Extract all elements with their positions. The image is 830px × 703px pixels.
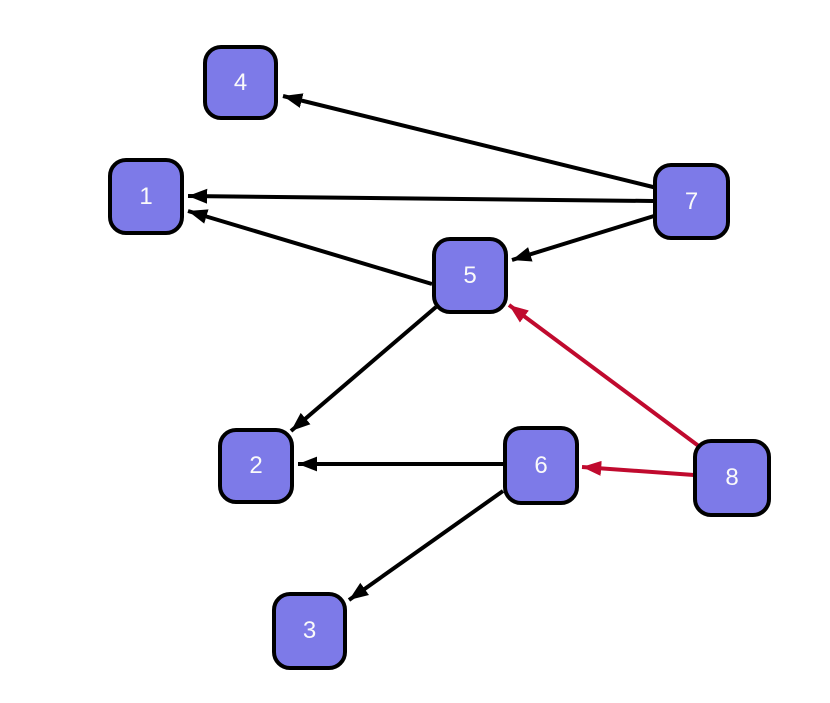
edge-7-to-5 — [511, 214, 655, 262]
node-4-label: 4 — [233, 68, 248, 96]
edge-8-to-6 — [581, 460, 695, 477]
node-2-label: 2 — [249, 452, 263, 479]
node-5[interactable]: 5 — [432, 237, 508, 314]
node-3-label: 3 — [302, 617, 317, 644]
node-1-label: 1 — [139, 182, 153, 210]
node-1[interactable]: 1 — [108, 158, 184, 235]
edge-8-to-5 — [507, 303, 702, 449]
edge-7-to-4 — [282, 93, 658, 190]
node-3[interactable]: 3 — [272, 592, 347, 670]
node-7-label: 7 — [684, 187, 699, 215]
node-6-label: 6 — [534, 451, 548, 479]
node-4[interactable]: 4 — [203, 45, 278, 120]
edge-5-to-1 — [187, 209, 433, 286]
node-5-label: 5 — [463, 261, 477, 289]
node-2[interactable]: 2 — [218, 428, 294, 504]
node-8[interactable]: 8 — [693, 439, 771, 517]
node-8-label: 8 — [725, 464, 739, 491]
edge-6-to-3 — [347, 489, 505, 602]
edge-7-to-1 — [187, 188, 654, 204]
edge-5-to-2 — [289, 305, 438, 433]
node-7[interactable]: 7 — [653, 163, 730, 240]
node-6[interactable]: 6 — [503, 426, 579, 505]
